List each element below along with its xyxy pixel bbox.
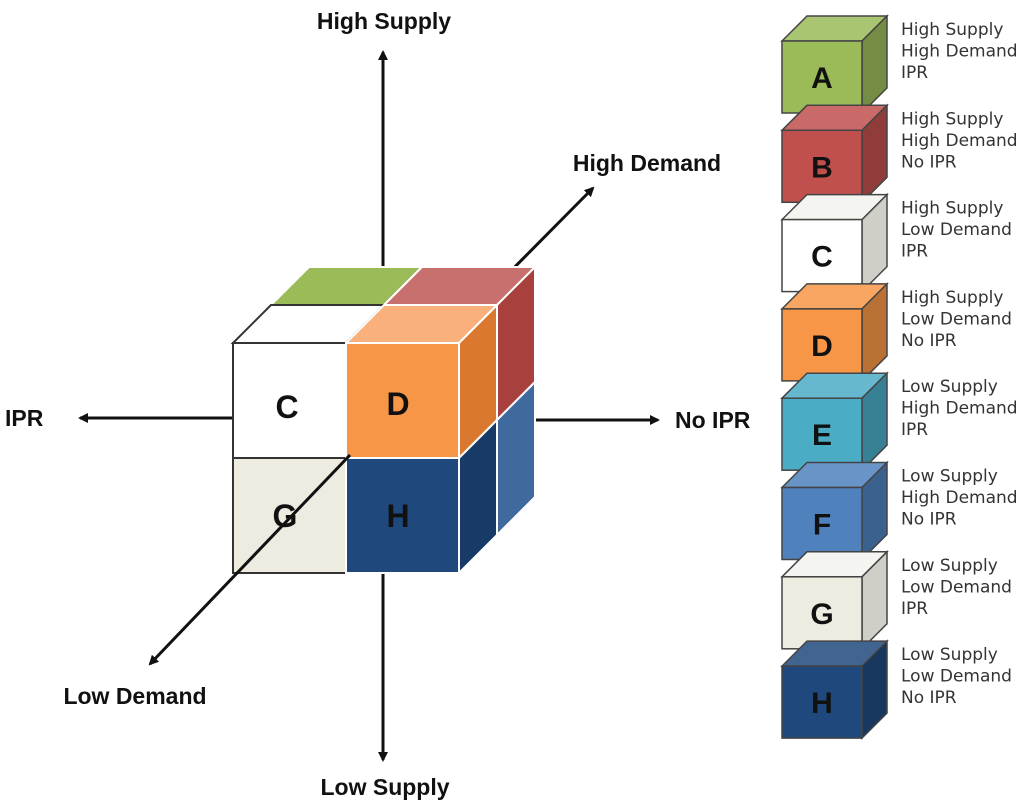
axis-low-demand-arrow [148,453,352,666]
legend-text-line-1: High Supply [901,109,1003,129]
legend-text-line-2: High Demand [901,488,1018,508]
label-no-ipr: No IPR [675,407,751,433]
legend-letter: H [811,687,833,720]
legend-text-line-1: Low Supply [901,377,998,397]
legend-letter: D [811,330,833,363]
legend-cube-front [781,665,863,739]
legend-text-line-3: No IPR [901,510,957,530]
label-low-demand: Low Demand [63,683,206,709]
legend-text-line-3: IPR [901,599,928,619]
legend-text-line-3: IPR [901,420,928,440]
cube-front-h [345,457,460,574]
cube-letter-h: H [386,498,409,534]
legend-text-line-1: High Supply [901,20,1003,40]
cube-letter-d: D [386,386,409,422]
cube: C D G H [230,264,538,576]
legend-text-line-2: Low Demand [901,309,1012,329]
label-low-supply: Low Supply [320,774,449,800]
legend-cube-front [781,486,863,561]
legend-text-line-2: High Demand [901,42,1018,62]
legend-text-line-1: High Supply [901,288,1003,308]
legend-cube-front [781,308,863,382]
legend-text-line-3: No IPR [901,688,957,708]
label-high-demand: High Demand [573,150,721,176]
cube-front-d [345,342,460,459]
legend-text-line-2: High Demand [901,131,1018,151]
legend-cube-front [781,218,863,293]
legend-text-line-1: High Supply [901,199,1003,219]
label-high-supply: High Supply [317,8,451,34]
legend-text-line-3: IPR [901,242,928,262]
legend-text-line-1: Low Supply [901,467,998,487]
axis-labels: High Supply Low Supply High Demand Low D… [5,8,751,800]
legend-cube-front [781,40,863,114]
legend-text-line-3: No IPR [901,152,957,172]
legend-text-line-2: High Demand [901,399,1018,419]
cube-letter-g: G [273,498,298,534]
legend-text-line-3: IPR [901,63,928,83]
legend-letter: E [812,419,832,452]
legend-cube-front [781,576,863,650]
legend-letter: A [811,62,833,95]
legend-text-line-2: Low Demand [901,220,1012,240]
legend-letter: B [811,151,833,184]
legend-text-line-3: No IPR [901,331,957,351]
legend-letter: F [813,509,831,542]
label-ipr: IPR [5,405,44,431]
legend-text-line-1: Low Supply [901,645,998,665]
cube-letter-c: C [275,389,298,425]
legend-text-line-2: Low Demand [901,577,1012,597]
legend-text-line-1: Low Supply [901,556,998,576]
legend-cube-front [781,129,863,204]
legend-text-line-2: Low Demand [901,667,1012,687]
legend-letter: C [811,241,833,274]
legend-letter: G [810,598,833,631]
